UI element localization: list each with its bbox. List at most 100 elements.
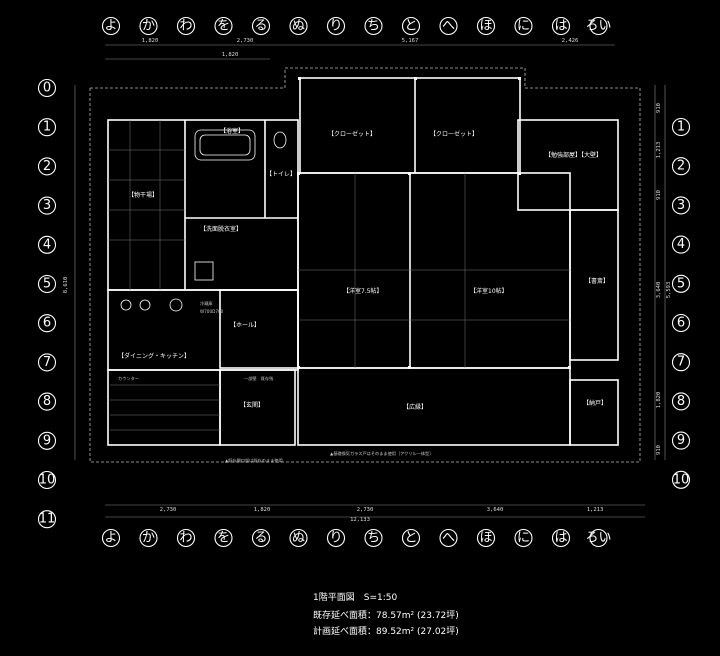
dim-bottom-2: 2,730 [357,507,374,513]
grid-row-left-6-text: 6 [43,316,51,331]
building-outline [89,67,641,463]
grid-col-bottom-5: ぬ [289,528,308,548]
note-fridge: 冷蔵庫 [200,300,213,307]
dim-top-second: 1,820 [222,52,239,58]
grid-col-bottom-8-text: と [404,531,417,546]
grid-row-right-1: 2 [671,157,691,176]
grid-col-bottom-7-text: ち [367,531,380,546]
grid-col-top-12-text: は [554,19,567,34]
grid-col-bottom-0-text: よ [104,531,117,546]
grid-col-bottom-2-text: わ [179,531,192,546]
grid-col-top-3: を [214,16,233,36]
grid-row-left-5: 5 [37,274,57,294]
grid-col-top-11-text: に [517,19,530,34]
grid-row-left-11-text: 11 [39,512,56,527]
grid-col-top-6: り [326,16,346,36]
grid-row-left-1: 1 [37,118,57,137]
grid-col-bottom-10-text: ほ [479,531,492,546]
grid-row-right-2: 3 [671,196,691,215]
grid-row-right-3: 4 [671,235,691,254]
dim-top-0: 1,820 [142,38,159,44]
grid-row-left-3-text: 3 [43,198,51,213]
grid-row-right-0: 1 [671,117,691,137]
dimension-lines [74,44,666,518]
room-label-nando: 【納戸】 [583,399,607,407]
room-label-study: 【勉強部屋】【大壁】 [545,151,602,159]
grid-col-bottom-6-text: り [329,531,342,546]
dim-left-0: 8,610 [63,277,69,294]
grid-row-right-4: 5 [671,274,691,293]
grid-col-top-8-text: と [404,19,417,34]
grid-row-right-2-text: 3 [677,198,685,213]
grid-row-right-8: 9 [671,431,691,450]
grid-col-bottom-4-text: る [254,531,267,546]
grid-col-bottom-3-text: を [217,531,230,546]
room-label-toilet: 【トイレ】 [266,171,296,178]
dim-right-1: 1,213 [656,142,662,159]
grid-row-right-3-text: 4 [677,237,685,252]
room-label-hall: 【ホール】 [230,322,260,329]
dim-top-3: 2,426 [562,38,579,44]
room-label-western10: 【洋室10帖】 [470,287,508,295]
grid-col-top-13: ろい [585,16,612,36]
grid-row-left-4: 4 [37,235,57,254]
posts [297,77,571,369]
drawing-title: 1階平面図 S=1:50 [313,593,398,603]
grid-row-left-11: 11 [37,510,57,529]
grid-row-right-9-text: 10 [673,472,690,487]
room-labels: 【浴室】 【トイレ】 【物干場】 【洗面脱衣室】 【クローゼット】 【クローゼッ… [118,127,609,411]
dim-bottom-0: 2,730 [160,507,177,513]
grid-row-left-6: 6 [37,314,57,333]
room-label-western75: 【洋室7.5帖】 [343,287,383,295]
grid-row-left-1-text: 1 [43,120,51,135]
grid-row-right-4-text: 5 [677,276,685,291]
grid-col-top-8: と [401,16,421,36]
dim-top-1: 2,730 [237,38,254,44]
grid-col-bottom-9: へ [439,528,458,548]
dim-right-6: 910 [656,445,662,455]
grid-col-bottom-4: る [251,528,271,548]
grid-col-bottom-11-text: に [517,531,530,546]
grid-row-left-7-text: 7 [43,355,51,370]
note-fridge-size: W700D700 [200,309,224,314]
grid-row-left-7: 7 [37,353,57,372]
grid-row-left-2: 2 [37,157,57,176]
grid-col-bottom-9-text: へ [442,531,455,546]
grid-row-right-6-text: 7 [677,355,685,370]
grid-row-left-2-text: 2 [43,159,51,174]
grid-row-right-8-text: 9 [677,433,685,448]
note-floor: ▲基礎換気ガラス戸はそのまま使用（アクリル一体型） [330,450,433,457]
dim-bottom-1: 1,820 [254,507,271,513]
grid-row-right-5-text: 6 [677,316,685,331]
grid-row-left-9-text: 9 [43,433,51,448]
grid-row-left-9: 9 [37,431,57,450]
grid-col-top-1-text: か [142,19,155,34]
grid-col-bottom-3: を [214,528,233,548]
room-label-drying: 【物干場】 [128,191,158,199]
grid-row-right-0-text: 1 [677,120,685,135]
grid-col-top-9: へ [439,16,458,36]
grid-column-labels-top: よかわをるぬりちとへほにはろい [101,16,612,36]
grid-col-bottom-8: と [401,528,421,548]
grid-row-right-1-text: 2 [677,159,685,174]
note-counter: カウンター [118,375,139,382]
grid-col-bottom-1-text: か [142,531,155,546]
grid-col-top-7-text: ち [367,19,380,34]
dim-bottom-4: 1,213 [587,507,604,513]
grid-col-top-0-text: よ [104,19,117,34]
grid-row-left-0-text: 0 [43,81,51,96]
grid-col-bottom-13: ろい [585,528,612,548]
dimension-labels: 1,820 2,730 5,167 2,426 1,820 2,730 1,82… [63,38,672,523]
grid-col-top-0: よ [101,16,121,36]
grid-col-top-4-text: る [254,19,267,34]
room-label-shosai: 【書斎】 [585,277,609,285]
dim-right-3: 3,640 [656,282,662,299]
grid-column-labels-bottom: よかわをるぬりちとへほにはろい [101,528,612,548]
grid-col-top-10-text: ほ [479,19,492,34]
room-label-washroom: 【洗面脱衣室】 [200,225,242,233]
grid-col-top-5-text: ぬ [292,19,305,34]
grid-row-left-10: 10 [37,470,57,490]
grid-row-right-6: 7 [671,353,691,372]
